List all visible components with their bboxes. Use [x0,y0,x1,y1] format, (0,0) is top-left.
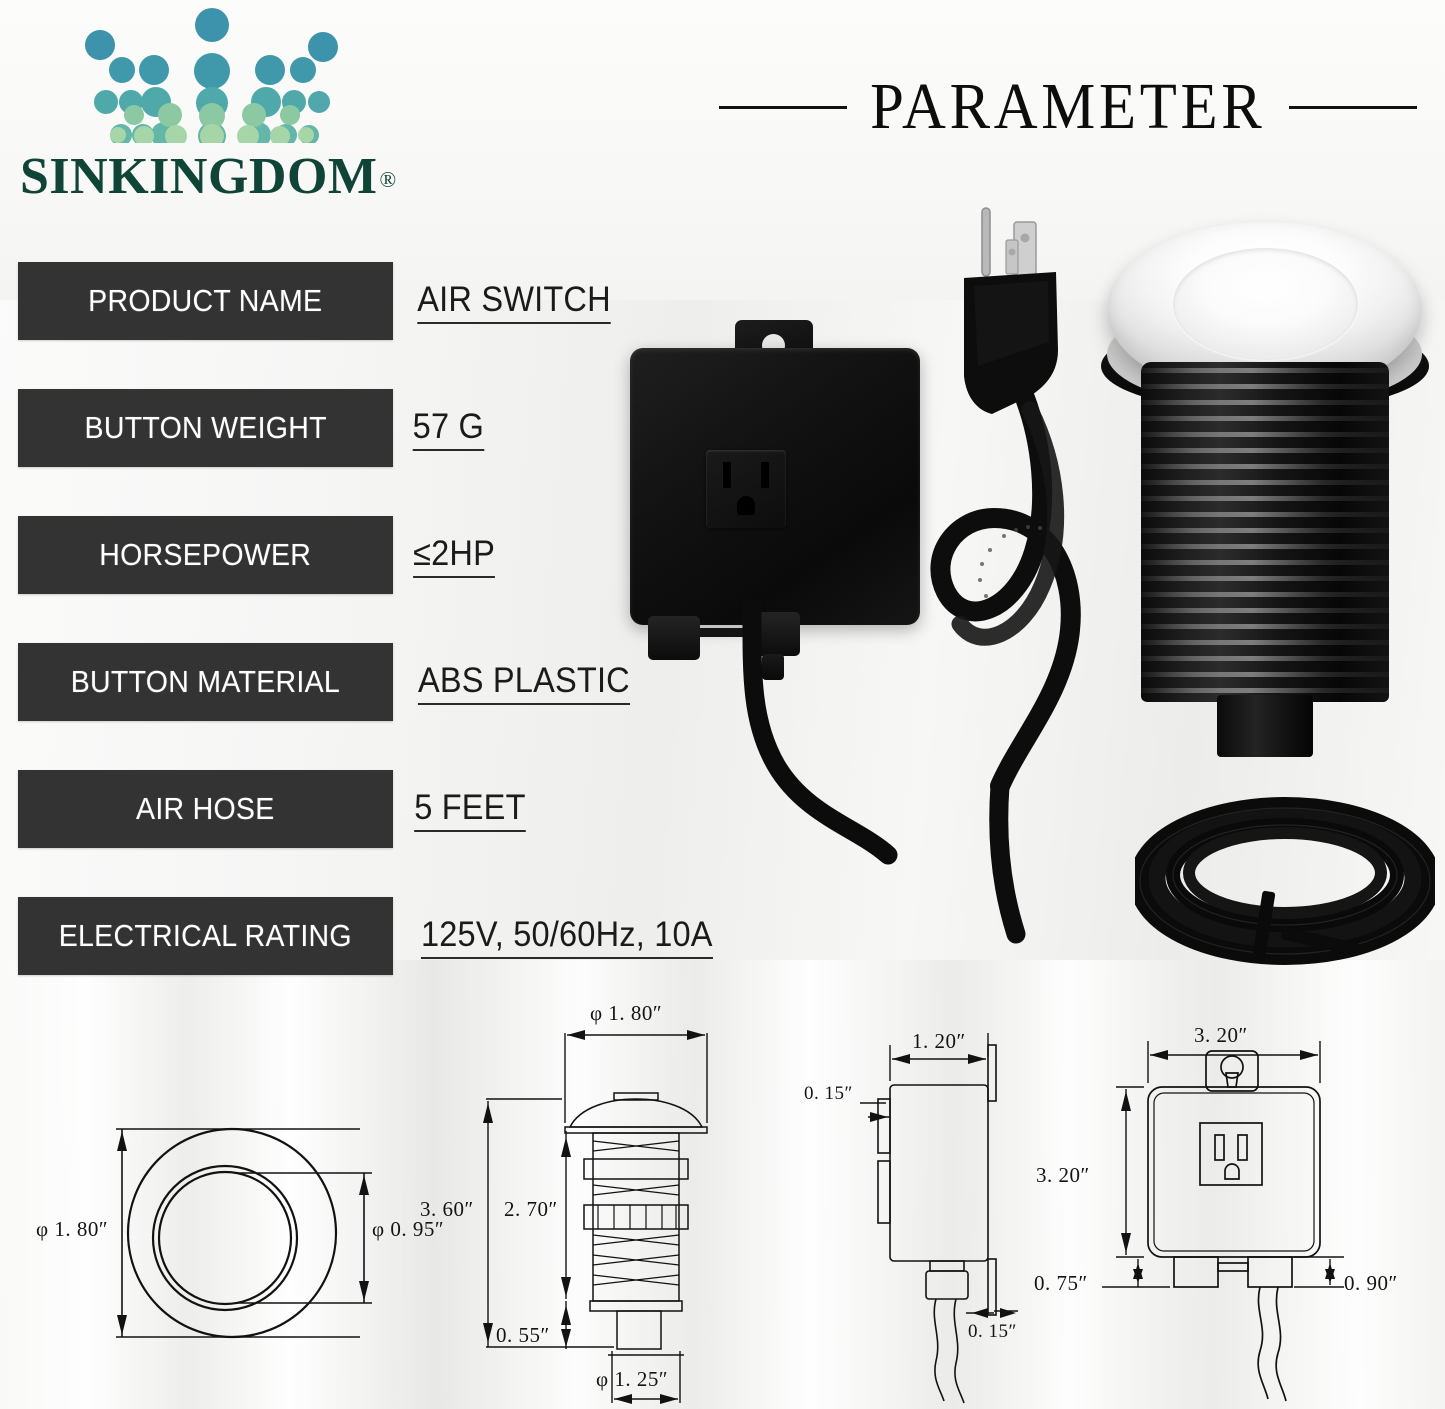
dim-inner-diameter: φ 0. 95″ [372,1217,445,1241]
dim-gland-right: 0. 90″ [1344,1271,1398,1295]
air-hose-photo [1135,797,1435,965]
spec-label-electrical-rating: ELECTRICAL RATING [18,897,393,975]
spec-label-button-weight: BUTTON WEIGHT [18,389,393,467]
brand-name: SINKINGDOM [20,148,378,205]
spec-value-text: 57 G [412,408,485,452]
dim-box-depth: 1. 20″ [912,1029,966,1053]
power-cord-photo [930,207,1081,944]
parameter-table: PRODUCT NAME AIR SWITCH BUTTON WEIGHT 57… [18,262,818,1024]
spec-value-air-hose: 5 FEET [410,780,530,842]
dim-total-height: 3. 60″ [420,1197,474,1221]
outlet-box-drop-cord [742,600,898,865]
spec-value-button-weight: 57 G [410,399,487,461]
outlet-box-photo [630,320,920,680]
spec-label-text: HORSEPOWER [99,537,312,572]
spec-value-electrical-rating: 125V, 50/60Hz, 10A [410,907,724,969]
spec-value-horsepower: ≤2HP [410,526,498,588]
page-header: PARAMETER [718,62,1418,152]
outlet-slot-right [761,462,769,488]
table-row: AIR HOSE 5 FEET [18,770,818,897]
dim-flange-bottom: 0. 15″ [968,1321,1017,1342]
product-photo-group [600,200,1445,990]
table-row: HORSEPOWER ≤2HP [18,516,818,643]
brand-logo: SINKINGDOM® [18,8,418,208]
dim-flange-top: 0. 15″ [804,1083,853,1104]
registered-trademark-icon: ® [379,166,397,192]
button-hex-nut [1217,695,1313,757]
spec-label-horsepower: HORSEPOWER [18,516,393,594]
drawing-button-side-view: φ 1. 80″ 3. 60″ 2. 70″ 0. 55″ φ 1. 25″ [420,999,802,1409]
dim-thread-diameter: φ 1. 25″ [596,1367,669,1391]
spec-value-text: 125V, 50/60Hz, 10A [420,916,713,960]
outlet-ground-slot [737,496,755,515]
spec-label-text: BUTTON WEIGHT [84,410,327,445]
spec-value-text: ≤2HP [413,535,496,579]
brand-name-wrap: SINKINGDOM® [20,148,420,206]
outlet-box-body [630,348,920,625]
spec-label-text: AIR HOSE [136,791,275,826]
dim-gland-left: 0. 75″ [1034,1271,1088,1295]
table-row: PRODUCT NAME AIR SWITCH [18,262,818,389]
spec-label-air-hose: AIR HOSE [18,770,393,848]
dim-stem-height: 0. 55″ [496,1323,550,1347]
crown-dots-lower-icon [110,103,314,143]
table-row: BUTTON WEIGHT 57 G [18,389,818,516]
spec-value-button-material: ABS PLASTIC [410,653,638,715]
spec-value-text: ABS PLASTIC [417,662,630,706]
header-rule-left [719,105,848,109]
dim-box-width: 3. 20″ [1194,1023,1248,1047]
cable-gland-left [648,616,700,660]
drawing-button-top-view: φ 1. 80″ φ 0. 95″ [20,1105,450,1395]
header-rule-right [1288,105,1417,109]
spec-label-text: BUTTON MATERIAL [70,664,341,699]
dim-cap-diameter: φ 1. 80″ [590,1001,663,1025]
technical-drawings: φ 1. 80″ φ 0. 95″ [0,985,1445,1409]
table-row: BUTTON MATERIAL ABS PLASTIC [18,643,818,770]
page-title: PARAMETER [870,70,1266,143]
button-threaded-barrel [1141,362,1389,702]
spec-value-product-name: AIR SWITCH [410,272,618,334]
drawing-box-side-view: 1. 20″ 0. 15″ 0. 15″ [804,1021,1128,1409]
button-cap-center [1173,248,1358,360]
outlet-box-bracket [690,628,770,637]
dim-body-height: 2. 70″ [504,1197,558,1221]
spec-value-text: 5 FEET [414,789,526,833]
spec-label-text: ELECTRICAL RATING [58,918,353,953]
dim-box-height: 3. 20″ [1036,1163,1090,1187]
spec-label-product-name: PRODUCT NAME [18,262,393,340]
spec-label-text: PRODUCT NAME [88,283,323,318]
dim-outer-diameter: φ 1. 80″ [36,1217,109,1241]
nema-outlet-icon [706,450,786,528]
spec-value-text: AIR SWITCH [417,281,611,325]
drawing-box-front-view: 3. 20″ 3. 20″ 0. 75″ 0. 90″ [1034,1015,1442,1409]
push-button-photo [1095,200,1435,770]
table-row: ELECTRICAL RATING 125V, 50/60Hz, 10A [18,897,818,1024]
spec-label-button-material: BUTTON MATERIAL [18,643,393,721]
outlet-slot-left [723,462,731,488]
